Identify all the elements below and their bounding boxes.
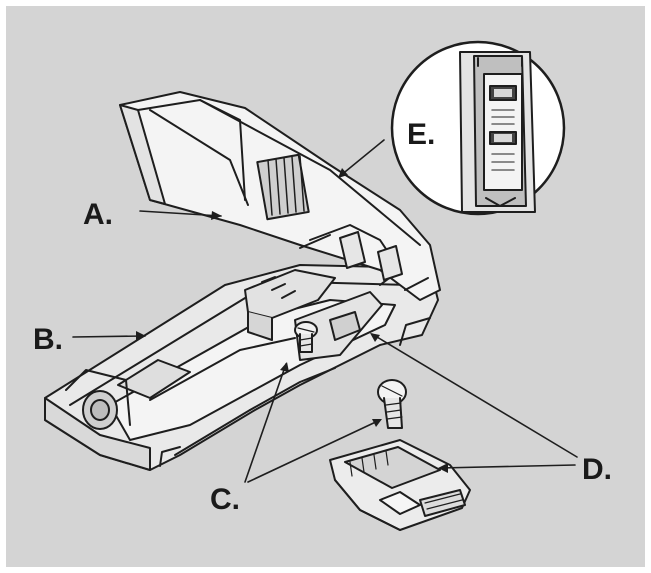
callout-c: C. xyxy=(210,483,240,516)
leader-c-lower xyxy=(247,419,381,483)
fuse-compartment xyxy=(244,269,383,361)
installed-screw xyxy=(294,321,318,353)
loose-screw xyxy=(377,379,407,429)
base-tray xyxy=(44,264,439,471)
leader-a xyxy=(139,210,222,217)
leader-d-upper xyxy=(371,333,578,458)
removable-fuse-tray xyxy=(329,439,471,531)
hinged-cover xyxy=(119,91,441,301)
leader-d-lower xyxy=(439,464,576,469)
callout-b: B. xyxy=(33,323,63,356)
callout-e: E. xyxy=(407,118,436,151)
callout-a: A. xyxy=(83,198,113,231)
arrowheads xyxy=(136,168,448,473)
callout-d: D. xyxy=(582,453,612,486)
fuse-magnifier-inset xyxy=(390,40,566,216)
leader-lines xyxy=(72,139,578,483)
leader-c-upper xyxy=(244,363,287,483)
leader-b xyxy=(72,335,146,338)
leader-e xyxy=(339,139,385,177)
